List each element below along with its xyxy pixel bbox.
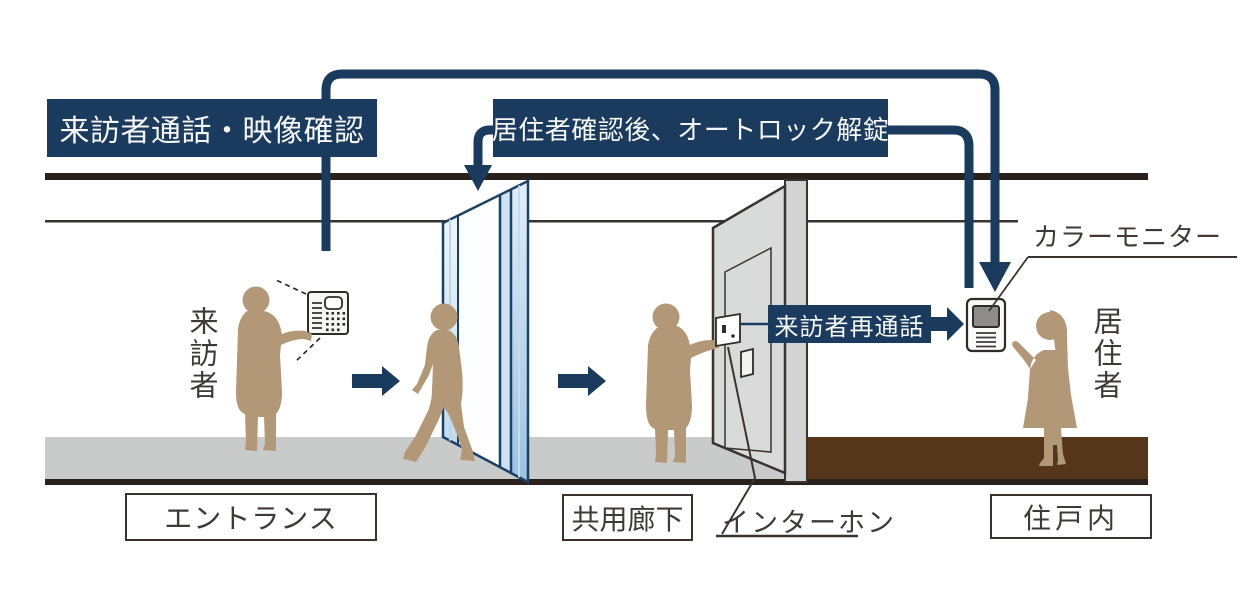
label-intercom: インターホン: [722, 508, 896, 538]
panel-speaker-grille: [312, 302, 322, 329]
color-monitor-callout-line: [988, 256, 1237, 312]
intercom-callout-line: [716, 346, 858, 538]
floor-base-line: [45, 479, 1148, 485]
panel-keypad: [326, 312, 346, 332]
entrance-visitor-figure: [236, 286, 312, 451]
unit-door: [711, 183, 787, 475]
zone-label-unit-interior: 住戸内: [990, 494, 1152, 539]
label-visitor: 来訪者: [185, 306, 217, 402]
label-color-monitor: カラーモニター: [1033, 223, 1223, 252]
monitor-screen: [972, 305, 1000, 328]
monitor-speaker-grille: [976, 332, 996, 348]
unit-floor: [807, 437, 1148, 482]
flow-arrow-entrance-icon: [352, 366, 400, 396]
resident-figure: [1012, 310, 1077, 466]
down-arrowhead-icon: [464, 165, 492, 191]
down-arrowhead-icon: [979, 262, 1011, 292]
connector-autolock-to-glassdoor: [464, 125, 494, 191]
recall-arrow-icon: [931, 307, 964, 341]
walking-visitor-figure: [403, 303, 475, 462]
zone-label-entrance: エントランス: [125, 493, 377, 541]
label-resident: 居住者: [1089, 306, 1121, 402]
color-monitor-device: [965, 297, 1007, 353]
wall-line: [45, 220, 1018, 223]
connector-visitor-call-to-monitor: [321, 69, 1011, 292]
zone-label-corridor: 共用廊下: [562, 494, 693, 541]
panel-camera: [324, 296, 343, 310]
banner-autolock-release: 居住者確認後、オートロック解錠: [492, 99, 889, 157]
flow-arrow-corridor-icon: [558, 366, 606, 396]
banner-visitor-call: 来訪者通話・映像確認: [47, 99, 377, 157]
entrance-intercom-panel: [275, 279, 349, 364]
banner-visitor-recall: 来訪者再通話: [768, 305, 931, 343]
connector-autolock-to-monitor: [887, 125, 974, 288]
ceiling-line: [45, 173, 1148, 180]
door-intercom-device: [715, 312, 754, 379]
autolock-glass-door: [441, 178, 530, 485]
corridor-visitor-figure: [646, 303, 719, 463]
